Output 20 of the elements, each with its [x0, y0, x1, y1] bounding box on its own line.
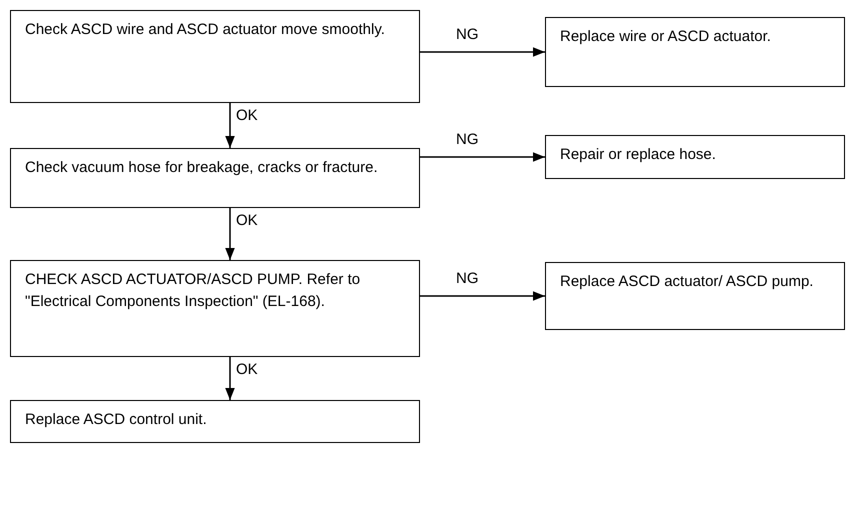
process-box	[10, 148, 420, 208]
process-box	[10, 260, 420, 357]
arrow	[225, 103, 235, 148]
process-box	[545, 262, 845, 330]
step-text: Repair or replace hose.	[560, 145, 717, 165]
process-box	[545, 17, 845, 87]
step-text: Replace ASCD control unit.	[25, 410, 208, 430]
arrow	[420, 152, 545, 162]
process-box	[10, 10, 420, 103]
step-text: Replace ASCD actuator/ ASCD pump.	[560, 272, 814, 292]
arrow	[420, 291, 545, 301]
step-text: Replace wire or ASCD actuator.	[560, 27, 772, 47]
arrow	[225, 208, 235, 260]
process-box	[545, 135, 845, 179]
arrow	[225, 357, 235, 400]
step-text: Check ASCD wire and ASCD actuator move smoothly.	[25, 20, 386, 40]
step-text: CHECK ASCD ACTUATOR/ASCD PUMP. Refer to "Electrical Components Inspection" (EL-168).	[25, 270, 362, 312]
process-box	[10, 400, 420, 443]
step-text: Check vacuum hose for breakage, cracks or fracture.	[25, 158, 379, 178]
arrow	[420, 47, 545, 57]
